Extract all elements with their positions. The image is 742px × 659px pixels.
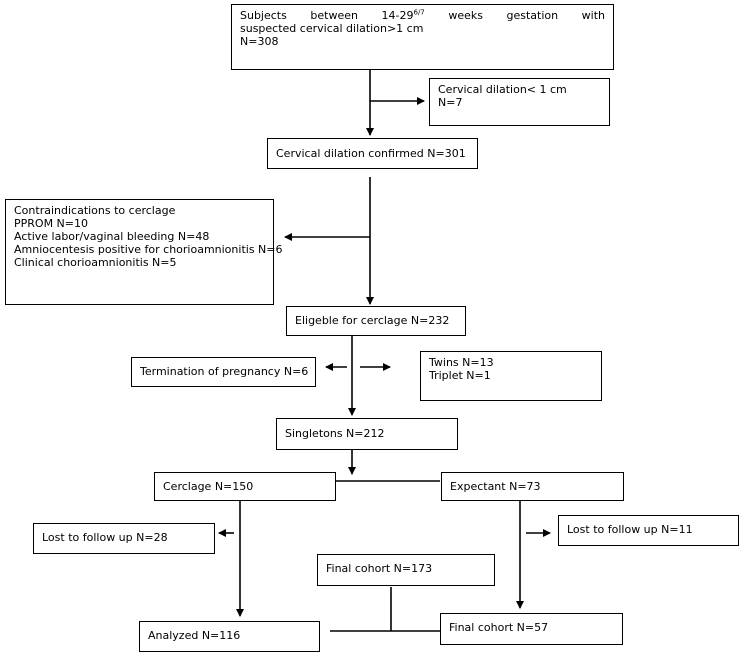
cerclage-box: Cerclage N=150 <box>154 472 336 501</box>
final-cohort-total-box: Final cohort N=173 <box>317 554 495 586</box>
contraindications-pprom: PPROM N=10 <box>14 217 88 230</box>
lost-left-label: Lost to follow up N=28 <box>42 531 168 544</box>
subjects-line2: suspected cervical dilation>1 cm <box>240 22 424 35</box>
eligible-label: Eligeble for cerclage N=232 <box>295 314 450 327</box>
dilation-lt1-label: Cervical dilation< 1 cm <box>438 83 567 96</box>
contraindications-clinical: Clinical chorioamnionitis N=5 <box>14 256 177 269</box>
expectant-label: Expectant N=73 <box>450 480 541 493</box>
singletons-label: Singletons N=212 <box>285 427 385 440</box>
final-cohort-expectant-box: Final cohort N=57 <box>440 613 623 645</box>
confirmed-label: Cervical dilation confirmed N=301 <box>276 147 466 160</box>
contraindications-labor: Active labor/vaginal bleeding N=48 <box>14 230 210 243</box>
contraindications-box: Contraindications to cerclage PPROM N=10… <box>5 199 283 305</box>
subjects-line1: Subjects between 14-296/7 weeks gestatio… <box>240 8 605 22</box>
subjects-box: Subjects between 14-296/7 weeks gestatio… <box>231 4 614 70</box>
twins-box: Twins N=13 Triplet N=1 <box>420 351 602 401</box>
expectant-box: Expectant N=73 <box>441 472 624 501</box>
triplet-label: Triplet N=1 <box>429 369 491 382</box>
dilation-lt1-box: Cervical dilation< 1 cm N=7 <box>429 78 610 126</box>
twins-label: Twins N=13 <box>429 356 494 369</box>
eligible-box: Eligeble for cerclage N=232 <box>286 306 466 336</box>
contraindications-amnio: Amniocentesis positive for chorioamnioni… <box>14 243 283 256</box>
cerclage-label: Cerclage N=150 <box>163 480 254 493</box>
final-cohort-total-label: Final cohort N=173 <box>326 562 433 575</box>
confirmed-box: Cervical dilation confirmed N=301 <box>267 138 478 169</box>
lost-right-label: Lost to follow up N=11 <box>567 523 693 536</box>
contraindications-title: Contraindications to cerclage <box>14 204 176 217</box>
analyzed-box: Analyzed N=116 <box>139 621 320 652</box>
analyzed-label: Analyzed N=116 <box>148 629 241 642</box>
lost-right-box: Lost to follow up N=11 <box>558 515 739 546</box>
lost-left-box: Lost to follow up N=28 <box>33 523 215 554</box>
termination-label: Termination of pregnancy N=6 <box>140 365 309 378</box>
termination-box: Termination of pregnancy N=6 <box>131 357 316 387</box>
subjects-count: N=308 <box>240 35 279 48</box>
singletons-box: Singletons N=212 <box>276 418 458 450</box>
final-cohort-expectant-label: Final cohort N=57 <box>449 621 549 634</box>
dilation-lt1-count: N=7 <box>438 96 463 109</box>
